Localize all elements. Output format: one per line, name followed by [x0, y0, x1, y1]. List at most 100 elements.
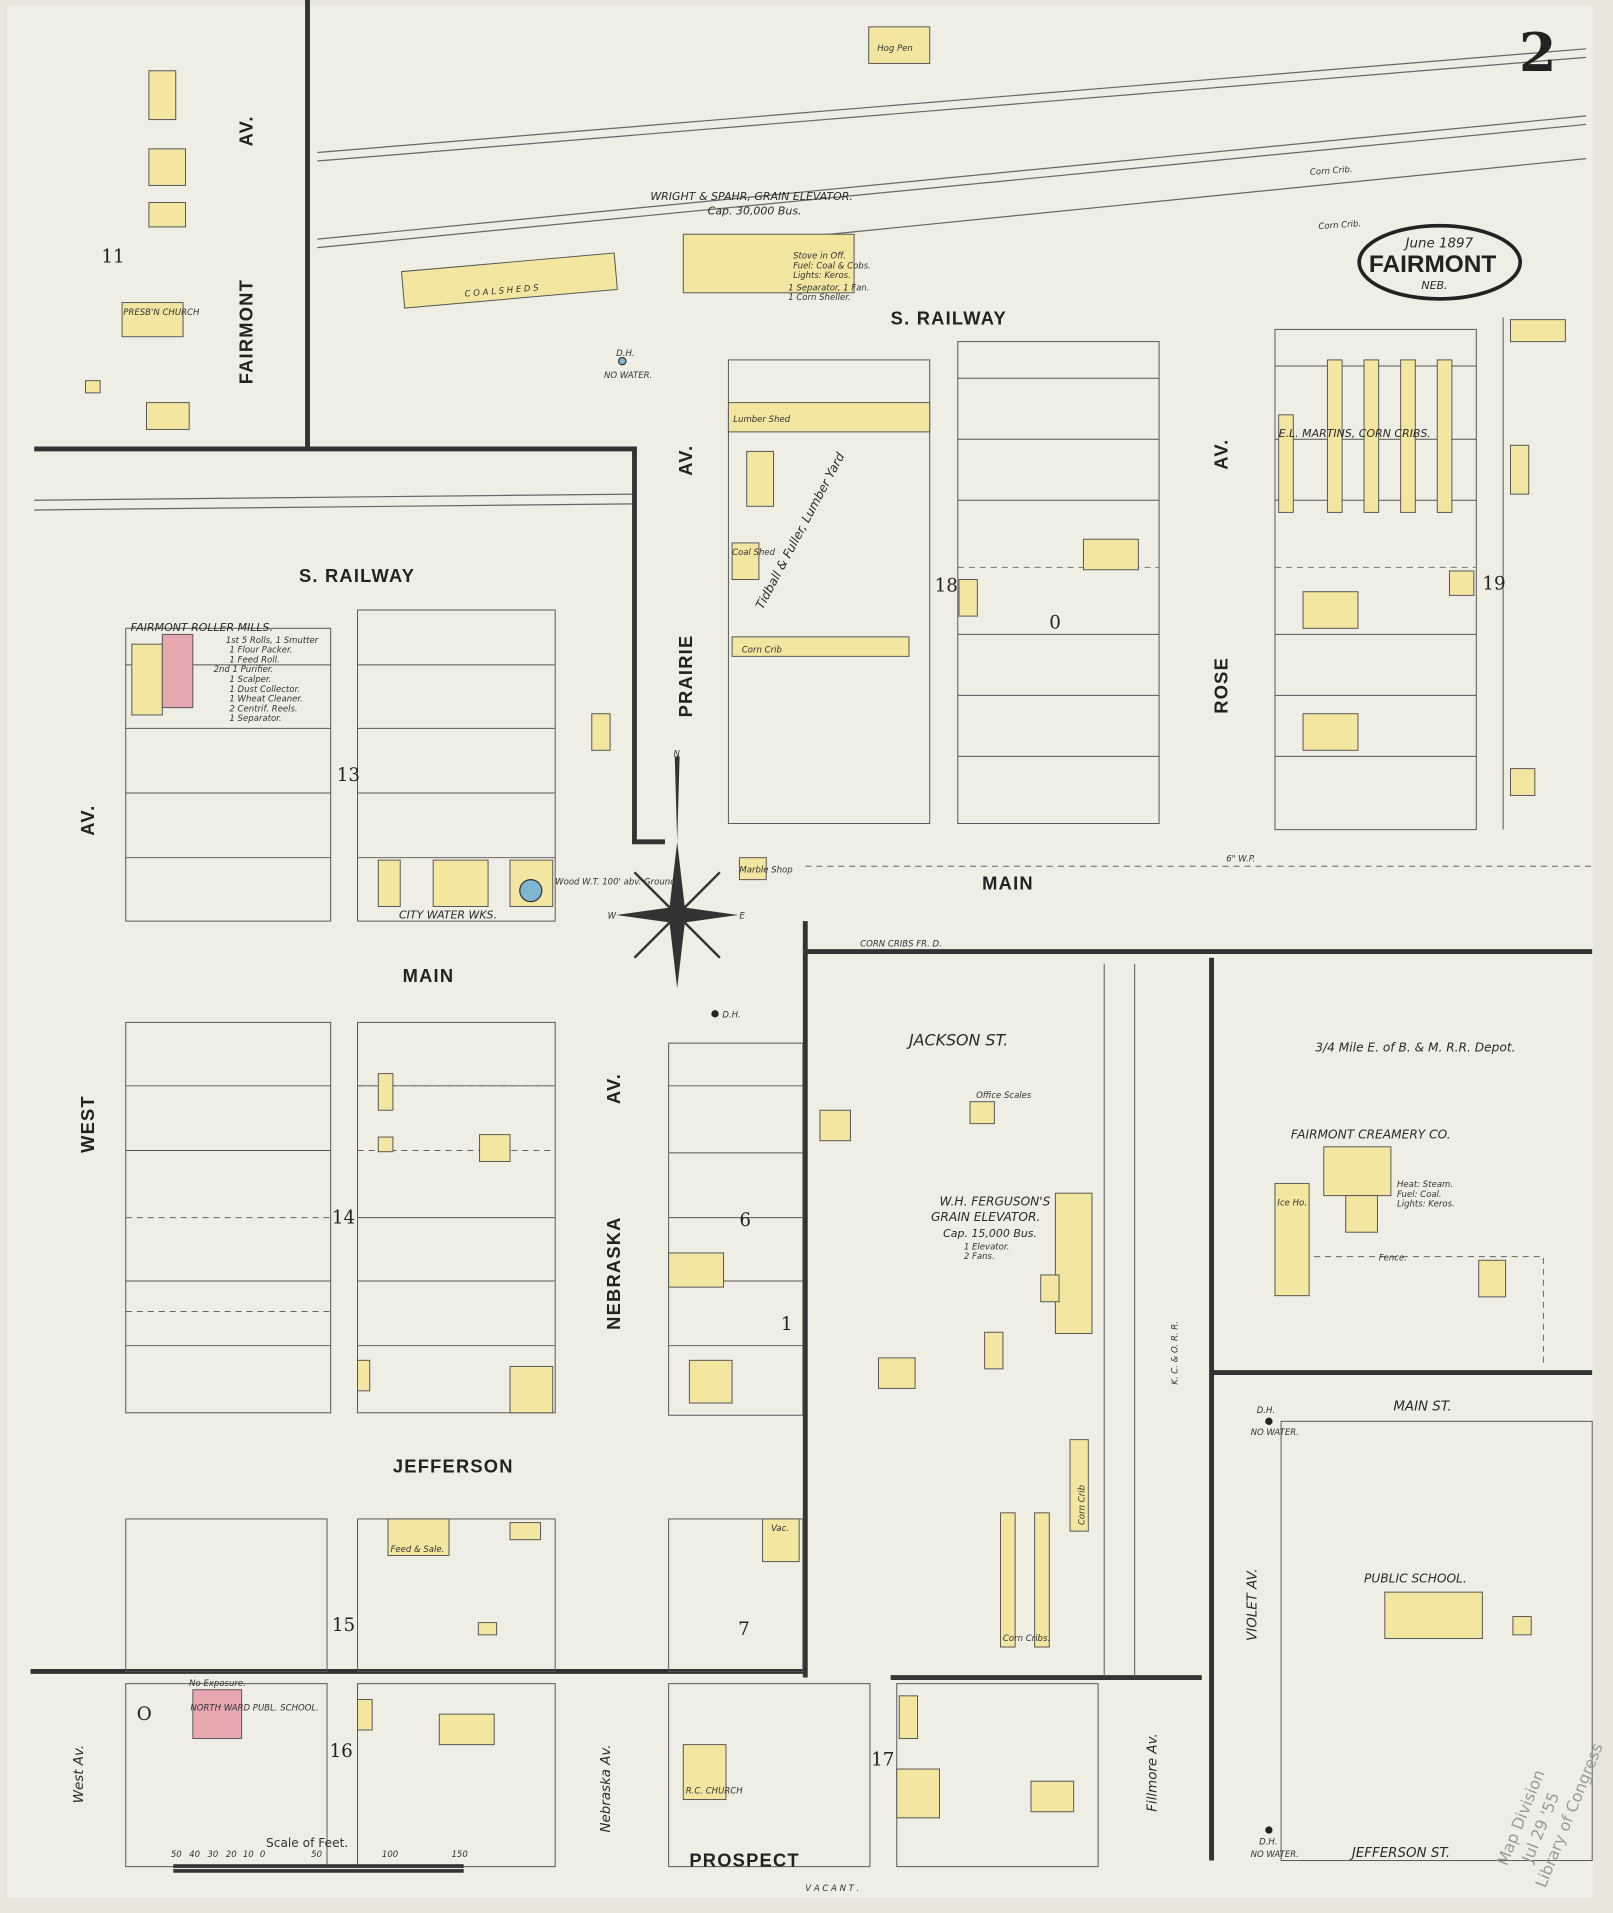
- scale-tick: 20: [226, 1850, 237, 1860]
- corn-crib-label: Corn Crib.: [1318, 219, 1361, 232]
- scale-tick: 100: [382, 1850, 398, 1860]
- sheet-number: 2: [1519, 21, 1556, 84]
- no-water-label: NO WATER.: [1251, 1428, 1299, 1438]
- vacant-lot-label: Vac.: [771, 1524, 789, 1534]
- street-rose: ROSE: [1210, 657, 1231, 714]
- note: Fuel: Coal & Cobs.: [793, 261, 871, 271]
- street-fairmont: FAIRMONT: [236, 279, 257, 384]
- block-number: 17: [871, 1749, 894, 1770]
- map-date: June 1897: [1403, 237, 1474, 252]
- office-scales-label: Office Scales: [976, 1091, 1032, 1101]
- dry-hydrant-label: D.H.: [722, 1011, 740, 1021]
- street-west-suffix: AV.: [77, 805, 98, 836]
- buildings: [84, 26, 1566, 1819]
- block-number: 14: [332, 1208, 355, 1229]
- note: 1 Corn Sheller.: [788, 293, 850, 303]
- block-number: 6: [739, 1210, 751, 1231]
- note: Lights: Keros.: [1397, 1200, 1455, 1210]
- block-number: 16: [329, 1741, 352, 1762]
- street-west: WEST: [77, 1095, 98, 1153]
- ferguson-elevator-label: GRAIN ELEVATOR.: [931, 1210, 1040, 1224]
- ferguson-label: W.H. FERGUSON'S: [939, 1194, 1050, 1208]
- lumber-shed-label: Lumber Shed: [733, 415, 790, 425]
- corn-cribs-label: Corn Cribs.: [1003, 1634, 1050, 1644]
- street-nebraska: NEBRASKA: [603, 1216, 624, 1329]
- street-boundaries: [30, 0, 1593, 1861]
- block-number: 11: [101, 246, 124, 267]
- note: 1 Feed Roll.: [229, 655, 279, 665]
- dry-hydrant-label: D.H.: [1259, 1838, 1277, 1848]
- no-exposure-label: No Exposure.: [189, 1679, 246, 1689]
- street-jackson: JACKSON ST.: [906, 1031, 1008, 1050]
- wright-spahr-elevator-label: WRIGHT & SPAHR, GRAIN ELEVATOR.: [650, 190, 852, 203]
- dry-hydrant-label: D.H.: [616, 349, 634, 359]
- town-name: FAIRMONT: [1369, 251, 1496, 278]
- public-school-label: PUBLIC SCHOOL.: [1364, 1571, 1467, 1585]
- note: 1 Flour Packer.: [229, 646, 292, 656]
- corn-cribs-main-label: CORN CRIBS FR. D.: [860, 940, 942, 950]
- scale-tick: 40: [189, 1850, 200, 1860]
- martins-corn-cribs-label: E.L. MARTINS, CORN CRIBS.: [1279, 427, 1431, 440]
- hog-pen-label: Hog Pen: [877, 44, 913, 54]
- roller-mills-label: FAIRMONT ROLLER MILLS.: [131, 621, 273, 634]
- corn-crib-label: Corn Crib: [742, 646, 782, 656]
- water-tank-label: Wood W.T. 100' abv. Ground.: [555, 878, 678, 888]
- street-main-right: MAIN: [982, 872, 1034, 893]
- vacant-label: V A C A N T .: [805, 1884, 859, 1894]
- state-name: NEB.: [1421, 279, 1447, 292]
- dry-hydrant-label: D.H.: [1257, 1406, 1275, 1416]
- note: Lights: Keros.: [793, 271, 851, 281]
- street-rose-suffix: AV.: [1210, 439, 1231, 470]
- corn-crib-label: Corn Crib.: [1310, 165, 1353, 178]
- note: 1 Dust Collector.: [229, 685, 299, 695]
- scale-tick: 0: [260, 1850, 265, 1860]
- feed-sale-label: Feed & Sale.: [390, 1545, 444, 1555]
- corn-crib-label: Corn Crib: [1078, 1485, 1088, 1525]
- north-ward-school-label: NORTH WARD PUBL. SCHOOL.: [190, 1703, 319, 1713]
- street-prairie-suffix: AV.: [675, 445, 696, 476]
- railroad-kco: K. C. & O. R. R.: [1170, 1321, 1180, 1385]
- compass-w: W: [608, 912, 617, 922]
- scale-tick: 10: [243, 1850, 254, 1860]
- note: 1 Separator, 1 Fan.: [788, 283, 869, 293]
- scale-tick: 150: [451, 1850, 467, 1860]
- note: 1 Separator.: [229, 714, 281, 724]
- depot-distance-note: 3/4 Mile E. of B. & M. R.R. Depot.: [1315, 1041, 1515, 1055]
- block-number: 13: [337, 765, 360, 786]
- coal-shed-label: Coal Shed: [732, 548, 776, 558]
- title-cartouche: June 1897 FAIRMONT NEB.: [1357, 223, 1523, 301]
- scale-tick: 50: [171, 1850, 182, 1860]
- street-fillmore-av: Fillmore Av.: [1146, 1733, 1161, 1811]
- street-jefferson: JEFFERSON: [393, 1456, 514, 1477]
- note: 2 Centrif. Reels.: [229, 704, 297, 714]
- compass-e: E: [739, 912, 745, 922]
- scale-tick: 50: [311, 1850, 322, 1860]
- block-number: 18: [935, 576, 958, 597]
- street-s-railway-left: S. RAILWAY: [299, 565, 415, 586]
- block-numbers: 11 13 18 19 14 6 15 7 16 17 1 0 O: [101, 246, 1505, 1770]
- no-water-label: NO WATER.: [604, 371, 652, 381]
- ice-house-label: Ice Ho.: [1277, 1198, 1307, 1208]
- block-number: 19: [1482, 573, 1505, 594]
- note: 1 Scalper.: [229, 675, 271, 685]
- street-west-av-bottom: West Av.: [72, 1745, 87, 1803]
- compass-n: N: [674, 749, 681, 759]
- street-nebraska-suffix: AV.: [603, 1073, 624, 1104]
- block-number: 15: [332, 1615, 355, 1636]
- note: 2nd 1 Purifier.: [214, 665, 274, 675]
- water-pipe-label: 6" W.P.: [1226, 854, 1255, 864]
- scale-tick: 30: [207, 1850, 218, 1860]
- wright-spahr-capacity: Cap. 30,000 Bus.: [708, 205, 802, 218]
- street-s-railway-top: S. RAILWAY: [891, 308, 1007, 329]
- street-nebraska-av-bottom: Nebraska Av.: [599, 1744, 614, 1832]
- rc-church-label: R.C. CHURCH: [686, 1786, 744, 1796]
- note: Heat: Steam.: [1397, 1180, 1453, 1190]
- block-number: 7: [738, 1619, 750, 1640]
- block-number: 1: [781, 1314, 793, 1335]
- note: 1 Wheat Cleaner.: [229, 695, 302, 705]
- note: Fuel: Coal.: [1397, 1190, 1442, 1200]
- block-number: 0: [1049, 612, 1061, 633]
- scale-of-feet: Scale of Feet. 50 40 30 20 10 0 50 100 1…: [171, 1836, 468, 1873]
- annotations: D.H. NO WATER. D.H. D.H. NO WATER. D.H. …: [604, 349, 1299, 1860]
